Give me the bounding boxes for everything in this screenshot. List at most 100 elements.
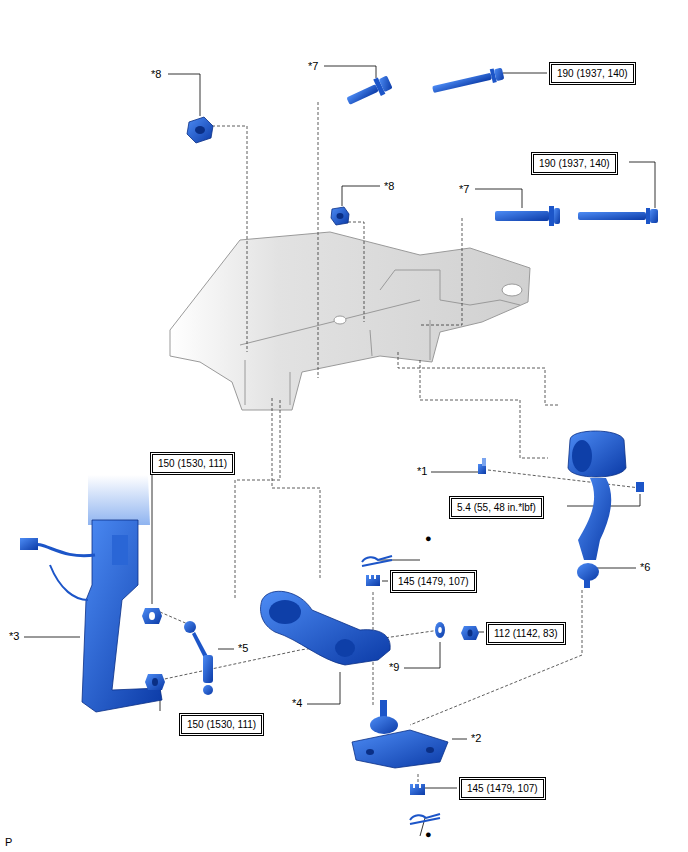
drawing-part [20,538,38,550]
drawing-part [318,102,319,378]
torque-spec-box: 190 (1937, 140) [531,152,618,175]
torque-spec-box: 150 (1530, 111) [150,452,235,475]
drawing-part [584,580,590,588]
nut [461,626,479,640]
drawing-part [420,218,462,325]
drawing-part [366,575,380,586]
drawing-part [432,73,492,93]
drawing-part [324,66,376,78]
drawing-part [382,581,388,582]
drawing-part [272,398,320,580]
drawing-part [30,544,95,556]
torque-value: 150 (1530, 111) [187,718,256,731]
washer [435,622,445,638]
drawing-part [495,211,549,221]
drawing-part [337,213,344,219]
flange-nut [331,207,349,225]
drawing-part [168,74,200,116]
drawing-part [142,608,162,624]
torque-value: 190 (1937, 140) [539,157,610,170]
drawing-part [410,590,582,725]
drawing-part [461,626,479,640]
bullet-mark: ● [424,828,433,841]
drawing-part [342,186,380,206]
drawing-part [203,655,213,683]
cotter-pin [362,556,440,824]
drawing-part [398,352,560,405]
bolt [431,67,504,97]
drawing-part [577,563,599,581]
drawing-part [410,784,425,795]
bolt [495,206,560,226]
subframe [170,232,530,410]
callout-number: *9 [388,661,400,674]
drawing-part [218,649,234,650]
torque-value: 190 (1937, 140) [557,67,628,80]
castle-nut [366,575,380,586]
drawing-part [438,627,442,633]
stabilizer-link [184,621,213,695]
torque-spec-box: 150 (1530, 111) [179,713,264,736]
drawing-part [568,431,626,477]
callout-number: *8 [150,68,162,81]
drawing-part [379,76,393,92]
drawing-part [370,716,398,734]
page-marker: P [4,836,13,849]
drawing-part [331,207,349,225]
flange-nut [187,117,213,143]
drawing-part [494,68,504,81]
drawing-part [452,739,467,740]
drawing-part [152,474,153,604]
ball-joint [352,700,448,768]
leader-lines [24,66,655,836]
drawing-part [203,685,213,695]
upper-arm [568,431,626,588]
torque-spec-box: 145 (1479, 107) [390,570,477,593]
drawing-part [335,639,355,657]
callout-number: *7 [307,60,319,73]
callout-number: *1 [416,465,428,478]
drawing-part [404,642,440,668]
nut [145,674,165,690]
drawing-part [112,535,128,565]
drawing-part [145,674,165,690]
drawing-part [362,560,392,566]
drawing-part [549,206,554,226]
torque-value: 112 (1142, 83) [494,627,558,640]
drawing-part [184,621,196,633]
callout-number: *2 [470,732,482,745]
drawing-part [425,788,457,789]
drawing-part [374,575,376,579]
drawing-part [170,232,530,410]
drawing-part [475,189,522,208]
callout-number: *5 [237,642,249,655]
drawing-part [369,575,371,579]
torque-spec-box: 5.4 (55, 48 in.*lbf) [449,496,544,519]
drawing-part [502,284,522,296]
drawing-part [646,208,650,224]
drawing-part [420,360,548,458]
drawing-part [366,749,374,755]
drawing-part [152,678,158,686]
torque-spec-box: 145 (1479, 107) [459,777,546,800]
drawing-part [378,560,420,561]
torque-value: 150 (1530, 111) [158,457,227,470]
drawing-part [149,612,155,620]
drawing-part [468,630,473,637]
drawing-part [348,222,364,322]
steering-knuckle [20,475,162,712]
drawing-part [435,622,445,638]
callout-number: *3 [8,630,20,643]
small-bolt [478,458,486,474]
drawing-part [478,632,484,633]
torque-value: 5.4 (55, 48 in.*lbf) [457,501,536,514]
drawing-part [419,784,421,788]
drawing-part [195,126,205,134]
drawing-part [187,117,213,143]
drawing-part [50,565,88,600]
drawing-part [629,162,655,208]
drawing-part [307,672,340,704]
drawing-part [413,784,415,788]
drawing-part [269,600,301,624]
